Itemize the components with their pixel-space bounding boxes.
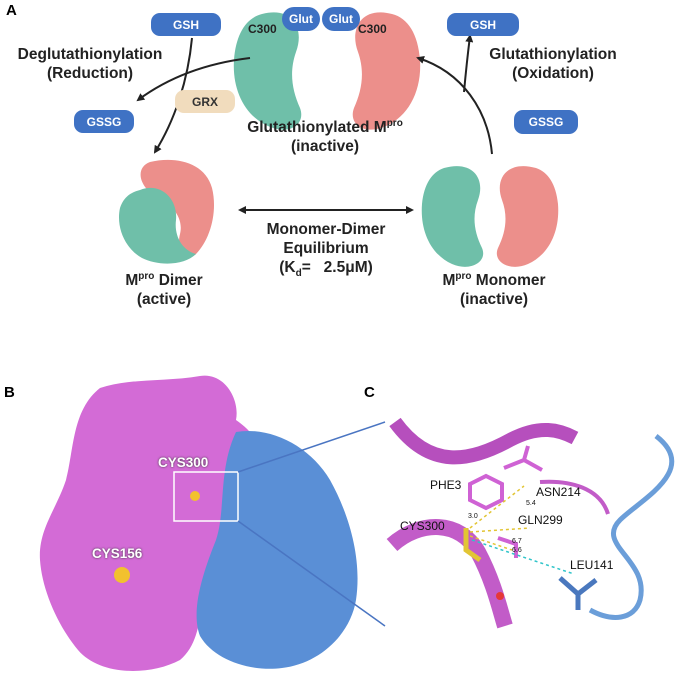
grx-pill: GRX <box>175 90 235 113</box>
arrow-monomer-to-glutathionylated <box>416 56 493 155</box>
magenta-helix-top <box>389 417 579 465</box>
distance-6-6: 6.6 <box>512 547 522 554</box>
gssg-right-pill: GSSG <box>514 110 578 134</box>
arrow-degluta-to-gssg <box>136 57 251 102</box>
gln299-sticks <box>497 536 518 558</box>
cys300-zoom-label: CYS300 <box>400 519 445 533</box>
asn214-label: ASN214 <box>536 485 581 499</box>
distance-5-4: 5.4 <box>526 500 536 507</box>
phe3-label: PHE3 <box>430 478 462 492</box>
monomer-salmon-subunit <box>496 166 559 267</box>
panel-b-protein-surface <box>39 375 386 671</box>
phe3-ring <box>468 473 504 511</box>
distance-6-7: 6.7 <box>512 538 522 545</box>
blue-loop <box>588 434 675 620</box>
c300-right-label: C300 <box>358 22 387 36</box>
gln299-label: GLN299 <box>518 513 563 527</box>
dimer-label: Mpro Dimer (active) <box>125 271 203 309</box>
glutathionylated-mpro-label: Glutathionylated Mpro (inactive) <box>247 118 403 156</box>
cys300-stick <box>463 528 482 563</box>
panel-c-letter: C <box>364 384 375 401</box>
dimer-salmon-subunit <box>140 159 215 258</box>
zoom-line-top <box>237 421 386 473</box>
blue-subunit-surface <box>196 430 358 669</box>
zoom-selection-box <box>173 471 239 522</box>
glutathionylation-label: Glutathionylation (Oxidation) <box>489 46 617 82</box>
equilibrium-label: Monomer-Dimer Equilibrium (Kd= 2.5μM) <box>266 221 386 279</box>
c300-left-label: C300 <box>248 22 277 36</box>
zoom-line-bottom <box>237 520 386 627</box>
cys300-atom <box>190 491 200 501</box>
cys156-atom <box>114 567 130 583</box>
distance-3-0: 3.0 <box>468 513 478 520</box>
panel-a-letter: A <box>6 2 17 19</box>
gsh-right-pill: GSH <box>447 13 519 36</box>
glutathionylated-left-subunit <box>233 12 302 130</box>
arrow-gluta-to-gsh <box>463 34 474 93</box>
leu141-label: LEU141 <box>570 558 614 572</box>
monomer-teal-subunit <box>421 166 484 267</box>
gssg-left-pill: GSSG <box>74 110 134 133</box>
deglutathionylation-label: Deglutathionylation (Reduction) <box>17 46 163 82</box>
gsh-left-pill: GSH <box>151 13 221 36</box>
cys300-surface-label: CYS300 <box>158 455 209 470</box>
dimer-teal-subunit <box>118 187 196 264</box>
glut-left-pill: Glut <box>282 7 320 31</box>
glut-right-pill: Glut <box>322 7 360 31</box>
magenta-helix-bottom <box>386 519 513 629</box>
glutathionylated-right-subunit <box>352 12 421 130</box>
magenta-loop <box>539 479 610 515</box>
asn214-sticks <box>503 445 543 472</box>
monomer-label: Mpro Monomer (inactive) <box>442 271 546 309</box>
cys156-surface-label: CYS156 <box>92 546 143 561</box>
panel-c-zoom-view <box>386 417 676 629</box>
panel-b-letter: B <box>4 384 15 401</box>
leu141-sticks <box>558 576 598 610</box>
